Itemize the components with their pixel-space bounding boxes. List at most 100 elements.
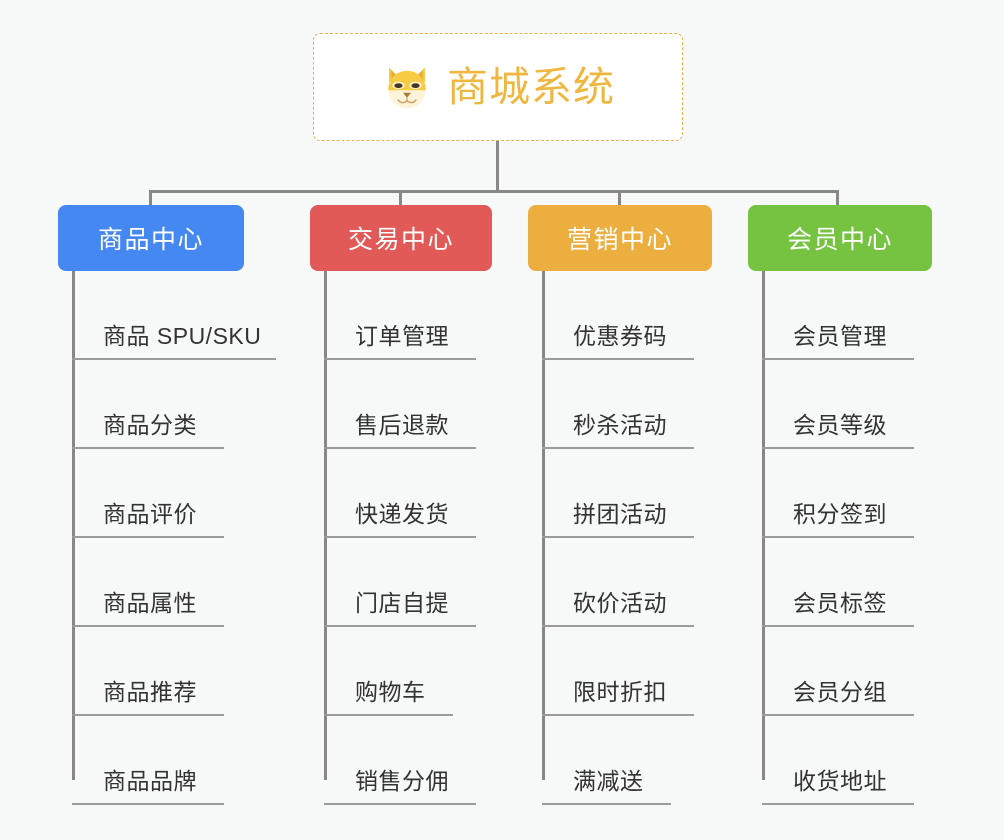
leaf-label: 积分签到 (793, 501, 887, 527)
leaf-label: 订单管理 (355, 323, 449, 349)
list-item[interactable]: 商品品牌 (72, 716, 224, 805)
list-item[interactable]: 商品属性 (72, 538, 224, 627)
leaf-underline (762, 536, 914, 538)
spine-product-center (72, 271, 75, 780)
spine-marketing-center (542, 271, 545, 780)
leaf-label: 商品属性 (103, 590, 197, 616)
column-member-center: 会员中心 会员管理 会员等级 积分签到 会员标签 会员分组 (748, 205, 998, 805)
leaf-underline (72, 625, 224, 627)
leaf-label: 会员等级 (793, 412, 887, 438)
leaf-label: 会员分组 (793, 679, 887, 705)
list-item[interactable]: 会员分组 (762, 627, 914, 716)
connector-drop-product-center (149, 190, 152, 206)
connector-drop-marketing-center (618, 190, 621, 206)
leaf-label: 满减送 (573, 768, 644, 794)
leaf-label: 商品品牌 (103, 768, 197, 794)
connector-root-stem (496, 141, 499, 193)
category-label: 营销中心 (566, 226, 673, 254)
root-node-商城系统[interactable]: 商城系统 (313, 33, 683, 141)
leaf-list-trade-center: 订单管理 售后退款 快递发货 门店自提 购物车 销售分佣 (310, 271, 560, 805)
category-header-marketing-center[interactable]: 营销中心 (528, 205, 712, 271)
list-item[interactable]: 优惠券码 (542, 271, 694, 360)
leaf-underline (72, 358, 276, 360)
list-item[interactable]: 积分签到 (762, 449, 914, 538)
list-item[interactable]: 订单管理 (324, 271, 476, 360)
leaf-underline (324, 358, 476, 360)
leaf-underline (542, 358, 694, 360)
leaf-label: 秒杀活动 (573, 412, 667, 438)
leaf-underline (762, 625, 914, 627)
spine-trade-center (324, 271, 327, 780)
list-item[interactable]: 会员管理 (762, 271, 914, 360)
leaf-label: 购物车 (355, 679, 426, 705)
leaf-label: 门店自提 (355, 590, 449, 616)
leaf-underline (72, 447, 224, 449)
column-product-center: 商品中心 商品 SPU/SKU 商品分类 商品评价 商品属性 商品推荐 (58, 205, 318, 805)
connector-drop-member-center (836, 190, 839, 206)
leaf-underline (324, 447, 476, 449)
list-item[interactable]: 会员标签 (762, 538, 914, 627)
leaf-label: 销售分佣 (355, 768, 449, 794)
leaf-underline (542, 803, 671, 805)
leaf-label: 会员管理 (793, 323, 887, 349)
leaf-label: 优惠券码 (573, 323, 667, 349)
leaf-label: 拼团活动 (573, 501, 667, 527)
leaf-list-member-center: 会员管理 会员等级 积分签到 会员标签 会员分组 收货地址 (748, 271, 998, 805)
column-trade-center: 交易中心 订单管理 售后退款 快递发货 门店自提 购物车 (310, 205, 560, 805)
leaf-list-marketing-center: 优惠券码 秒杀活动 拼团活动 砍价活动 限时折扣 满减送 (528, 271, 778, 805)
list-item[interactable]: 购物车 (324, 627, 453, 716)
list-item[interactable]: 砍价活动 (542, 538, 694, 627)
list-item[interactable]: 快递发货 (324, 449, 476, 538)
leaf-underline (72, 714, 224, 716)
spine-member-center (762, 271, 765, 780)
list-item[interactable]: 商品 SPU/SKU (72, 271, 276, 360)
leaf-underline (542, 714, 694, 716)
connector-drop-trade-center (399, 190, 402, 206)
list-item[interactable]: 满减送 (542, 716, 671, 805)
leaf-label: 商品分类 (103, 412, 197, 438)
leaf-label: 收货地址 (793, 768, 887, 794)
leaf-underline (542, 447, 694, 449)
shiba-dog-face-icon (388, 67, 426, 109)
list-item[interactable]: 收货地址 (762, 716, 914, 805)
leaf-underline (324, 714, 453, 716)
list-item[interactable]: 商品推荐 (72, 627, 224, 716)
list-item[interactable]: 秒杀活动 (542, 360, 694, 449)
root-title: 商城系统 (447, 63, 615, 110)
leaf-underline (324, 625, 476, 627)
category-label: 商品中心 (97, 226, 204, 254)
leaf-label: 砍价活动 (573, 590, 667, 616)
category-header-member-center[interactable]: 会员中心 (748, 205, 932, 271)
leaf-label: 商品推荐 (103, 679, 197, 705)
list-item[interactable]: 售后退款 (324, 360, 476, 449)
category-header-trade-center[interactable]: 交易中心 (310, 205, 492, 271)
leaf-label: 商品 SPU/SKU (103, 323, 262, 349)
leaf-underline (542, 536, 694, 538)
leaf-label: 限时折扣 (573, 679, 667, 705)
leaf-label: 商品评价 (103, 501, 197, 527)
leaf-underline (762, 358, 914, 360)
leaf-underline (542, 625, 694, 627)
list-item[interactable]: 拼团活动 (542, 449, 694, 538)
category-label: 会员中心 (786, 226, 893, 254)
leaf-underline (762, 714, 914, 716)
leaf-label: 会员标签 (793, 590, 887, 616)
list-item[interactable]: 会员等级 (762, 360, 914, 449)
list-item[interactable]: 销售分佣 (324, 716, 476, 805)
leaf-label: 快递发货 (355, 501, 449, 527)
leaf-underline (72, 803, 224, 805)
connector-horizontal-bus (149, 190, 839, 193)
list-item[interactable]: 商品评价 (72, 449, 224, 538)
list-item[interactable]: 门店自提 (324, 538, 476, 627)
leaf-list-product-center: 商品 SPU/SKU 商品分类 商品评价 商品属性 商品推荐 商品品牌 (58, 271, 318, 805)
list-item[interactable]: 限时折扣 (542, 627, 694, 716)
category-label: 交易中心 (347, 226, 454, 254)
leaf-label: 售后退款 (355, 412, 449, 438)
leaf-underline (324, 803, 476, 805)
leaf-underline (762, 803, 914, 805)
category-header-product-center[interactable]: 商品中心 (58, 205, 244, 271)
leaf-underline (72, 536, 224, 538)
leaf-underline (762, 447, 914, 449)
list-item[interactable]: 商品分类 (72, 360, 224, 449)
